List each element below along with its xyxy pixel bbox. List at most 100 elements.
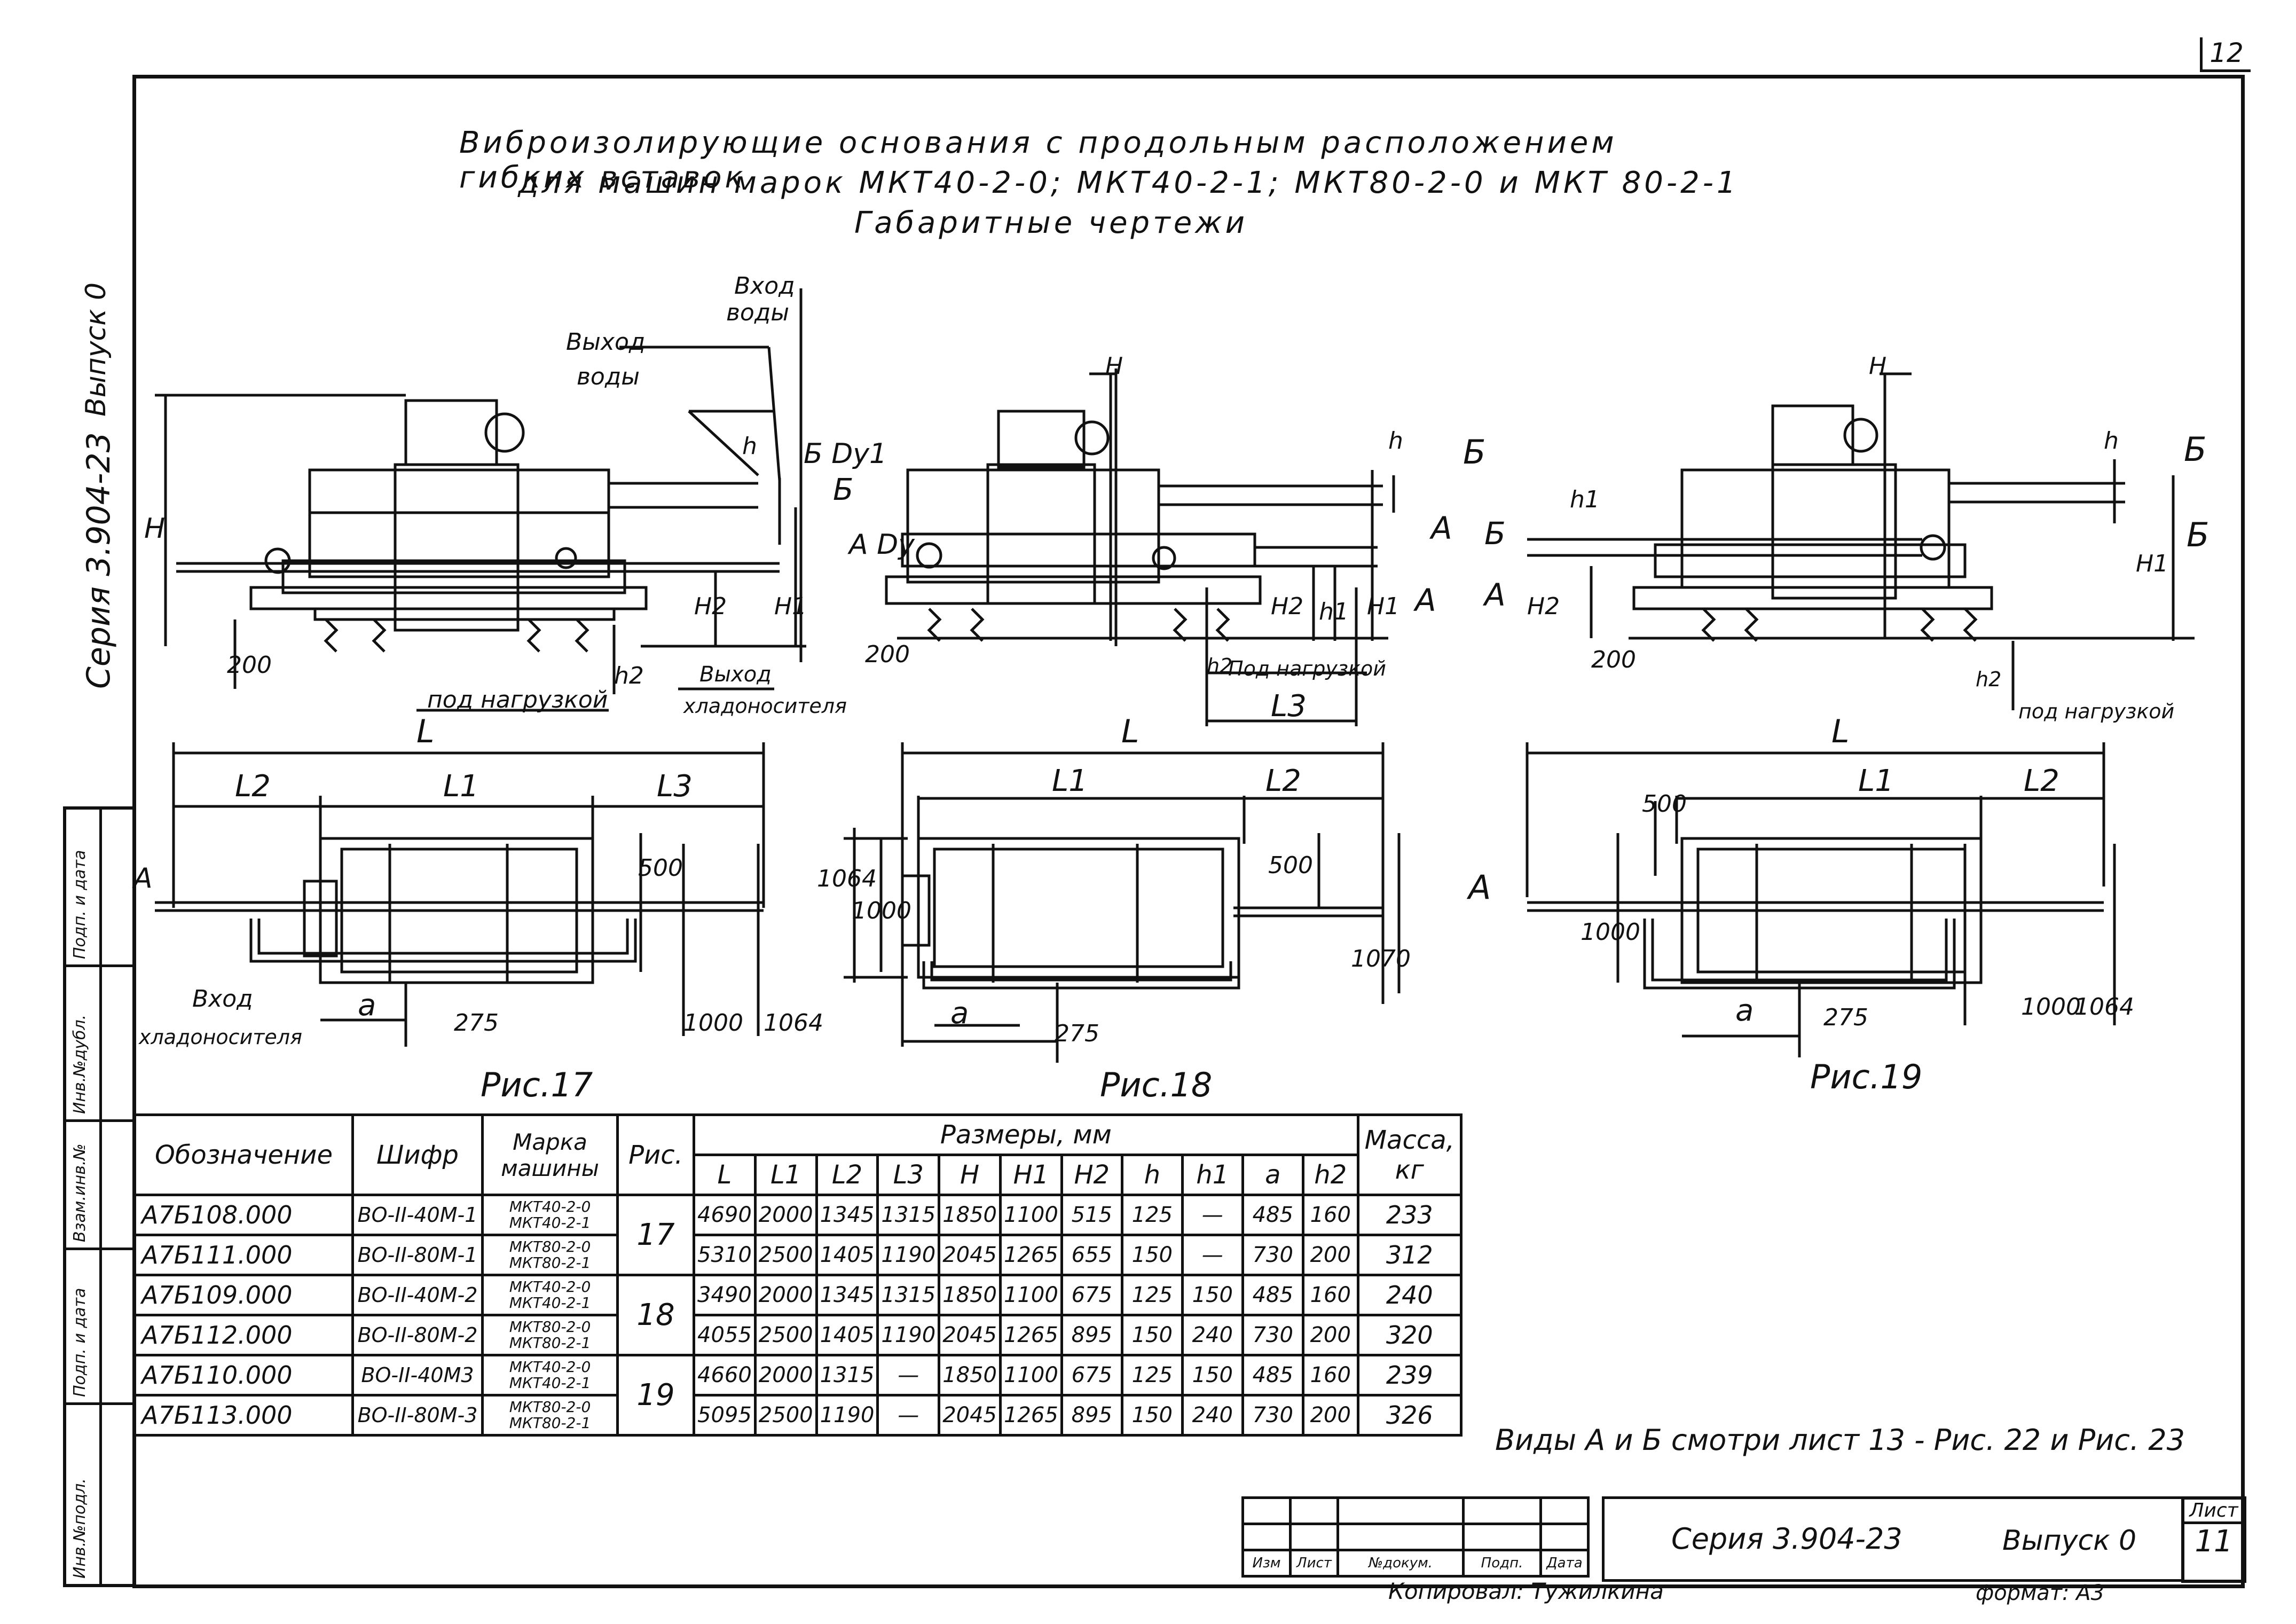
size-cell: 895 — [1060, 1314, 1123, 1356]
col-H1: H1 — [998, 1154, 1063, 1196]
model-line: МКТ40-2-0 — [509, 1358, 591, 1376]
b-dy1-label: Б Dу1 — [804, 438, 887, 470]
size-cell: 2500 — [753, 1314, 818, 1356]
col-sizes: Размеры, мм — [693, 1113, 1359, 1156]
size-cell: 2000 — [753, 1194, 818, 1236]
model-line: МКТ40-2-1 — [509, 1214, 591, 1231]
fig18-L2: L2 — [1265, 764, 1301, 798]
size-cell: 5310 — [693, 1234, 757, 1276]
size-cell: — — [1181, 1234, 1244, 1276]
spec-table: Обозначение Шифр Марка машины Рис. Разме… — [133, 1113, 1462, 1437]
size-cell: 1100 — [998, 1274, 1063, 1316]
fig17-a: a — [358, 988, 376, 1023]
fig19-500: 500 — [1642, 790, 1687, 818]
coolant-out-label: Выход — [699, 662, 772, 687]
fig19-A: А — [1468, 868, 1491, 907]
fig18-1070: 1070 — [1351, 945, 1411, 972]
designation-cell: А7Б109.000 — [133, 1274, 354, 1316]
fig18-L: L — [1121, 713, 1139, 750]
size-cell: 1265 — [998, 1314, 1063, 1356]
fig17-elevation — [155, 288, 806, 712]
fig19-L2: L2 — [2024, 764, 2059, 798]
fig17-L1: L1 — [443, 769, 479, 804]
model-line: МКТ80-2-0 — [509, 1398, 591, 1416]
size-cell: 150 — [1120, 1394, 1184, 1437]
size-cell: 1315 — [876, 1274, 941, 1316]
col-L3: L3 — [876, 1154, 941, 1196]
stamp-col: Лист — [1289, 1549, 1339, 1578]
fig17-plan — [155, 742, 765, 1047]
size-cell: 730 — [1241, 1234, 1304, 1276]
model-line: МКТ80-2-1 — [509, 1334, 591, 1352]
format-label: формат: А3 — [1976, 1581, 2105, 1605]
size-cell: 2045 — [938, 1314, 1002, 1356]
size-cell: 2000 — [753, 1274, 818, 1316]
h-small-label: h — [742, 433, 757, 460]
col-a: a — [1241, 1154, 1304, 1196]
size-cell: 675 — [1060, 1354, 1123, 1397]
size-cell: — — [876, 1394, 941, 1437]
model-line: МКТ40-2-0 — [509, 1278, 591, 1296]
size-cell: 1100 — [998, 1354, 1063, 1397]
mass-cell: 240 — [1356, 1274, 1462, 1316]
size-cell: 150 — [1181, 1274, 1244, 1316]
fig18-500: 500 — [1268, 852, 1313, 879]
fig17-L3: L3 — [657, 769, 693, 804]
model-line: МКТ80-2-0 — [509, 1238, 591, 1256]
col-h2: h2 — [1301, 1154, 1359, 1196]
fig19-a: a — [1735, 993, 1754, 1028]
fig19-elevation — [1527, 372, 2195, 710]
mass-cell: 239 — [1356, 1354, 1462, 1397]
fig-cell: 19 — [616, 1354, 695, 1437]
stamp-issue: Выпуск 0 — [2002, 1525, 2137, 1557]
size-cell: 1405 — [815, 1234, 879, 1276]
code-cell: ВО-II-80М-1 — [351, 1234, 484, 1276]
under-load-label: под нагрузкой — [427, 686, 608, 713]
size-cell: 150 — [1181, 1354, 1244, 1397]
size-cell: 125 — [1120, 1194, 1184, 1236]
h1-label: H1 — [774, 593, 807, 620]
copied-by: Копировал: Тужилкина — [1388, 1578, 1664, 1604]
col-L: L — [693, 1154, 757, 1196]
size-cell: 485 — [1241, 1354, 1304, 1397]
size-cell: 1345 — [815, 1194, 879, 1236]
model-line: МКТ80-2-0 — [509, 1318, 591, 1336]
fig19-under-load: под нагрузкой — [2018, 700, 2175, 723]
title-block-grid: Изм Лист №докум. Подп. Дата — [1241, 1496, 1590, 1578]
col-H2: H2 — [1060, 1154, 1123, 1196]
model-line: МКТ40-2-1 — [509, 1374, 591, 1392]
fig19-h: h — [2104, 427, 2119, 454]
model-line: МКТ40-2-1 — [509, 1294, 591, 1312]
col-h: h — [1120, 1154, 1184, 1196]
mass-cell: 326 — [1356, 1394, 1462, 1437]
size-cell: 1345 — [815, 1274, 879, 1316]
size-cell: 730 — [1241, 1394, 1304, 1437]
dim-200: 200 — [227, 652, 272, 679]
fig19-Bleft: Б — [1484, 515, 1506, 552]
size-cell: 2500 — [753, 1394, 818, 1437]
title-line-3: Габаритные чертежи — [854, 206, 1248, 240]
title-line-1: Виброизолирующие основания с продольным … — [459, 125, 1617, 195]
fig19-Aleft: А — [1484, 577, 1506, 613]
code-cell: ВО-II-80М-3 — [351, 1394, 484, 1437]
fig18-1000: 1000 — [852, 897, 911, 924]
stamp-col: Дата — [1539, 1549, 1590, 1578]
fig18-1064: 1064 — [817, 865, 877, 892]
size-cell: 150 — [1120, 1314, 1184, 1356]
model-line: МКТ40-2-0 — [509, 1198, 591, 1215]
fig18-B: Б — [1463, 433, 1486, 472]
size-cell: 730 — [1241, 1314, 1304, 1356]
col-designation: Обозначение — [133, 1113, 354, 1196]
fig19-H2: H2 — [1527, 593, 1560, 620]
fig17-500: 500 — [638, 854, 683, 882]
size-cell: — — [1181, 1194, 1244, 1236]
fig19-1000l: 1000 — [1581, 919, 1640, 946]
size-cell: 1315 — [815, 1354, 879, 1397]
fig18-h2: h2 — [1207, 654, 1233, 678]
